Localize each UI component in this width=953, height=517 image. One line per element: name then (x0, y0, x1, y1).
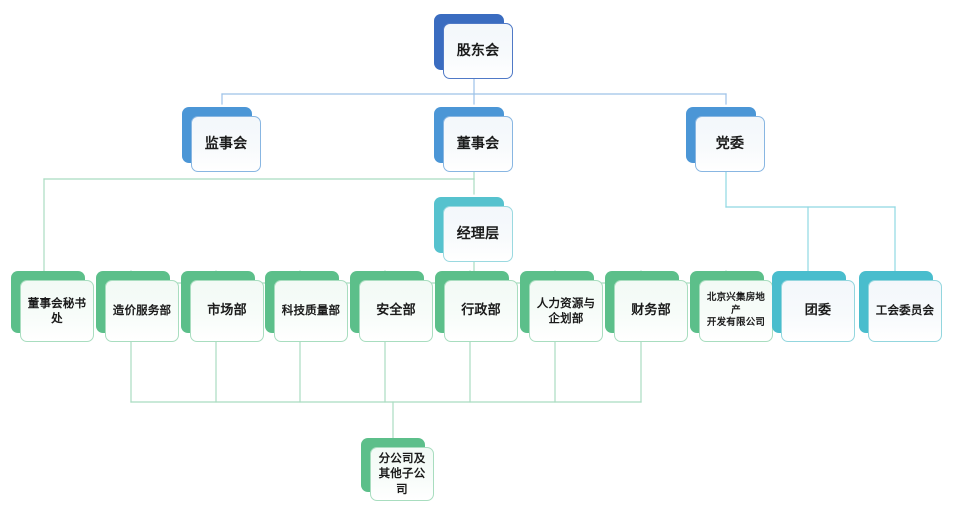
node-beijing-xingji-real-estate[interactable]: 北京兴集房地产 开发有限公司 (690, 271, 773, 342)
node-board-of-directors[interactable]: 董事会 (434, 107, 513, 172)
node-technology-quality-dept[interactable]: 科技质量部 (265, 271, 348, 342)
node-card: 董事会 (443, 116, 513, 172)
node-card: 团委 (781, 280, 855, 342)
node-label: 市场部 (207, 303, 247, 319)
node-board-secretariat[interactable]: 董事会秘书处 (11, 271, 94, 342)
node-label: 经理层 (456, 225, 500, 242)
edge-party-to-unions (725, 171, 896, 272)
node-label: 董事会秘书处 (27, 295, 87, 325)
node-label: 北京兴集房地产 开发有限公司 (706, 292, 766, 329)
node-label: 人力资源与 企划部 (536, 295, 596, 325)
edge-shareholders-to-level1 (221, 78, 727, 105)
node-cost-service-dept[interactable]: 造价服务部 (96, 271, 179, 342)
node-card: 分公司及 其他子公司 (370, 447, 434, 501)
node-management-layer[interactable]: 经理层 (434, 197, 513, 262)
node-card: 财务部 (614, 280, 688, 342)
node-card: 行政部 (444, 280, 518, 342)
node-card: 北京兴集房地产 开发有限公司 (699, 280, 773, 342)
node-branches-and-subsidiaries[interactable]: 分公司及 其他子公司 (361, 438, 434, 501)
node-card: 人力资源与 企划部 (529, 280, 603, 342)
node-label: 工会委员会 (875, 303, 935, 318)
node-card: 科技质量部 (274, 280, 348, 342)
node-party-committee[interactable]: 党委 (686, 107, 765, 172)
node-card: 股东会 (443, 23, 513, 79)
node-label: 造价服务部 (112, 303, 172, 318)
node-hr-planning-dept[interactable]: 人力资源与 企划部 (520, 271, 603, 342)
node-label: 科技质量部 (281, 303, 341, 318)
node-label: 股东会 (456, 42, 500, 59)
node-label: 行政部 (461, 303, 501, 319)
edge-board-to-manager (43, 171, 475, 272)
node-card: 监事会 (191, 116, 261, 172)
edge-departments-to-subsidiary (130, 339, 642, 439)
node-label: 监事会 (204, 135, 248, 152)
node-card: 党委 (695, 116, 765, 172)
node-card: 安全部 (359, 280, 433, 342)
node-labor-union-committee[interactable]: 工会委员会 (859, 271, 942, 342)
node-label: 财务部 (631, 303, 671, 319)
node-safety-dept[interactable]: 安全部 (350, 271, 433, 342)
node-label: 分公司及 其他子公司 (378, 451, 426, 496)
node-label: 董事会 (456, 135, 500, 152)
node-administration-dept[interactable]: 行政部 (435, 271, 518, 342)
node-card: 造价服务部 (105, 280, 179, 342)
node-finance-dept[interactable]: 财务部 (605, 271, 688, 342)
node-label: 团委 (804, 303, 832, 319)
node-card: 市场部 (190, 280, 264, 342)
node-label: 安全部 (376, 303, 416, 319)
node-card: 经理层 (443, 206, 513, 262)
node-youth-league-committee[interactable]: 团委 (772, 271, 855, 342)
node-card: 董事会秘书处 (20, 280, 94, 342)
node-market-dept[interactable]: 市场部 (181, 271, 264, 342)
node-card: 工会委员会 (868, 280, 942, 342)
node-shareholders-meeting[interactable]: 股东会 (434, 14, 513, 79)
node-supervisory-board[interactable]: 监事会 (182, 107, 261, 172)
node-label: 党委 (715, 135, 745, 152)
